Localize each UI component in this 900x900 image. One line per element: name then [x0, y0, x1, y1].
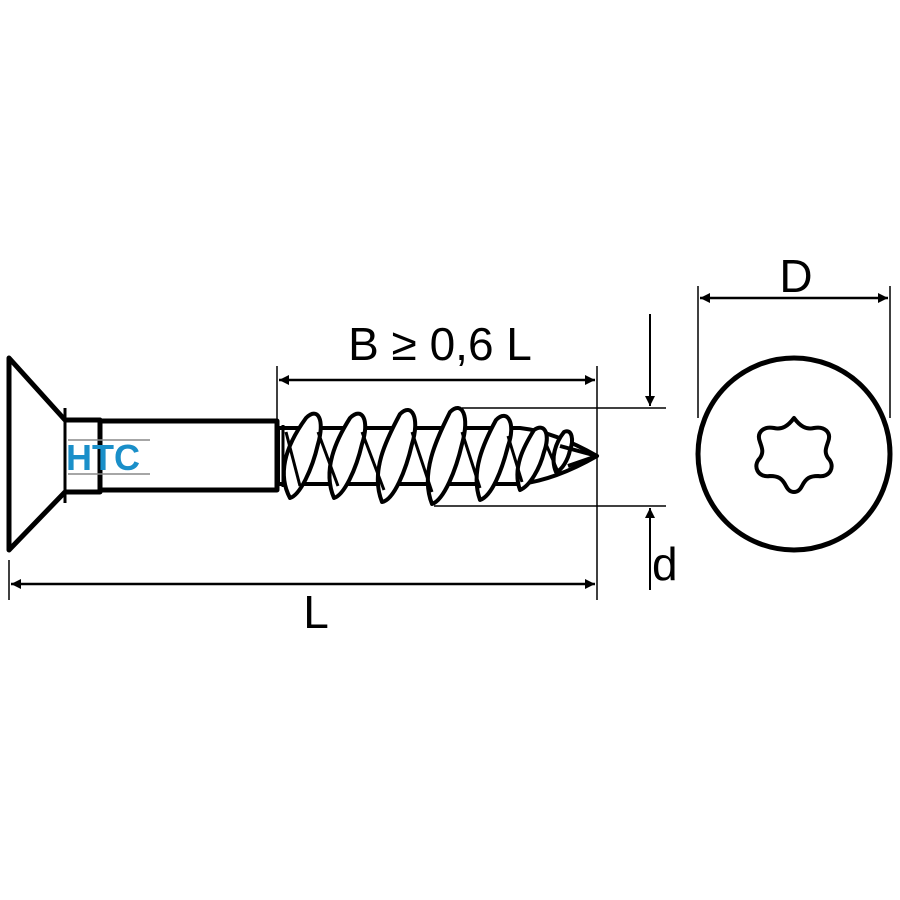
- htc-logo-text: HTC: [66, 437, 140, 478]
- thread-diameter-label: d: [652, 538, 678, 590]
- dimension-thread-length: [276, 366, 598, 600]
- dimension-thread-diameter: [434, 314, 666, 590]
- total-length-label: L: [303, 586, 329, 638]
- dimension-head-diameter: [697, 286, 891, 418]
- thread-roots: [284, 431, 560, 493]
- thread-crests: [281, 406, 574, 506]
- screw-head-top-view: [695, 355, 893, 553]
- thread-length-label: B ≥ 0,6 L: [348, 318, 532, 370]
- head-outline: [695, 355, 893, 553]
- screw-side-view: [6, 355, 599, 553]
- head-diameter-label: D: [779, 250, 812, 302]
- torx-icon: [754, 416, 834, 494]
- dimension-total-length: [8, 560, 595, 600]
- htc-logo: HTC: [66, 437, 150, 478]
